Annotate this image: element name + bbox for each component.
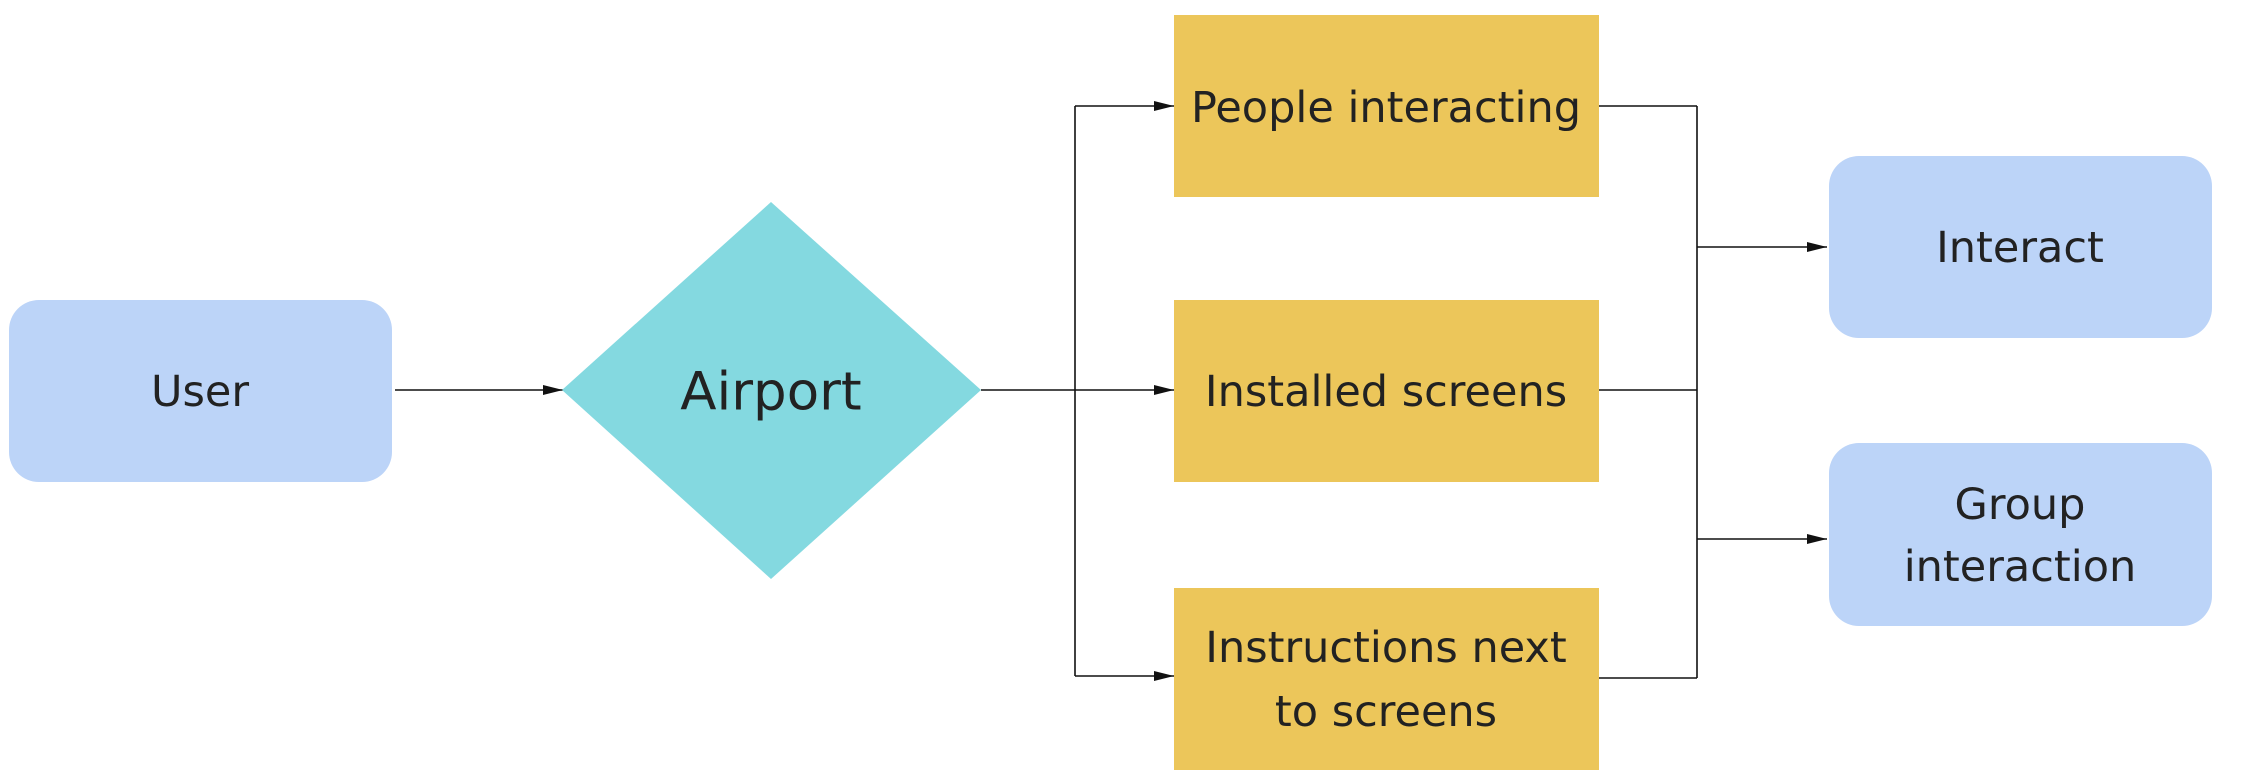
node-installed-screens-label: Installed screens: [1205, 367, 1567, 417]
node-group-interaction-shape: [1829, 443, 2212, 626]
node-instructions: Instructions next to screens: [1174, 588, 1599, 770]
node-airport: Airport: [562, 202, 981, 579]
node-instructions-label-line-2: to screens: [1275, 687, 1497, 737]
node-installed-screens: Installed screens: [1174, 300, 1599, 482]
node-instructions-label-line-1: Instructions next: [1205, 623, 1566, 673]
node-instructions-shape: [1174, 588, 1599, 770]
node-installed-screens-shape: [1174, 300, 1599, 482]
node-interact-shape: [1829, 156, 2212, 338]
node-interact: Interact: [1829, 156, 2212, 338]
node-group-interaction-label-line-1: Group: [1955, 480, 2086, 530]
node-user: User: [9, 300, 392, 482]
edges: [395, 101, 1827, 681]
node-user-shape: [9, 300, 392, 482]
node-people-interacting-label: People interacting: [1191, 83, 1581, 133]
node-user-label: User: [151, 367, 249, 417]
node-group-interaction: Group interaction: [1829, 443, 2212, 626]
node-people-interacting-shape: [1174, 15, 1599, 197]
node-airport-shape: [562, 202, 981, 579]
node-people-interacting: People interacting: [1174, 15, 1599, 197]
node-airport-label: Airport: [680, 362, 861, 423]
node-group-interaction-label-line-2: interaction: [1904, 542, 2137, 592]
node-interact-label: Interact: [1936, 223, 2104, 273]
